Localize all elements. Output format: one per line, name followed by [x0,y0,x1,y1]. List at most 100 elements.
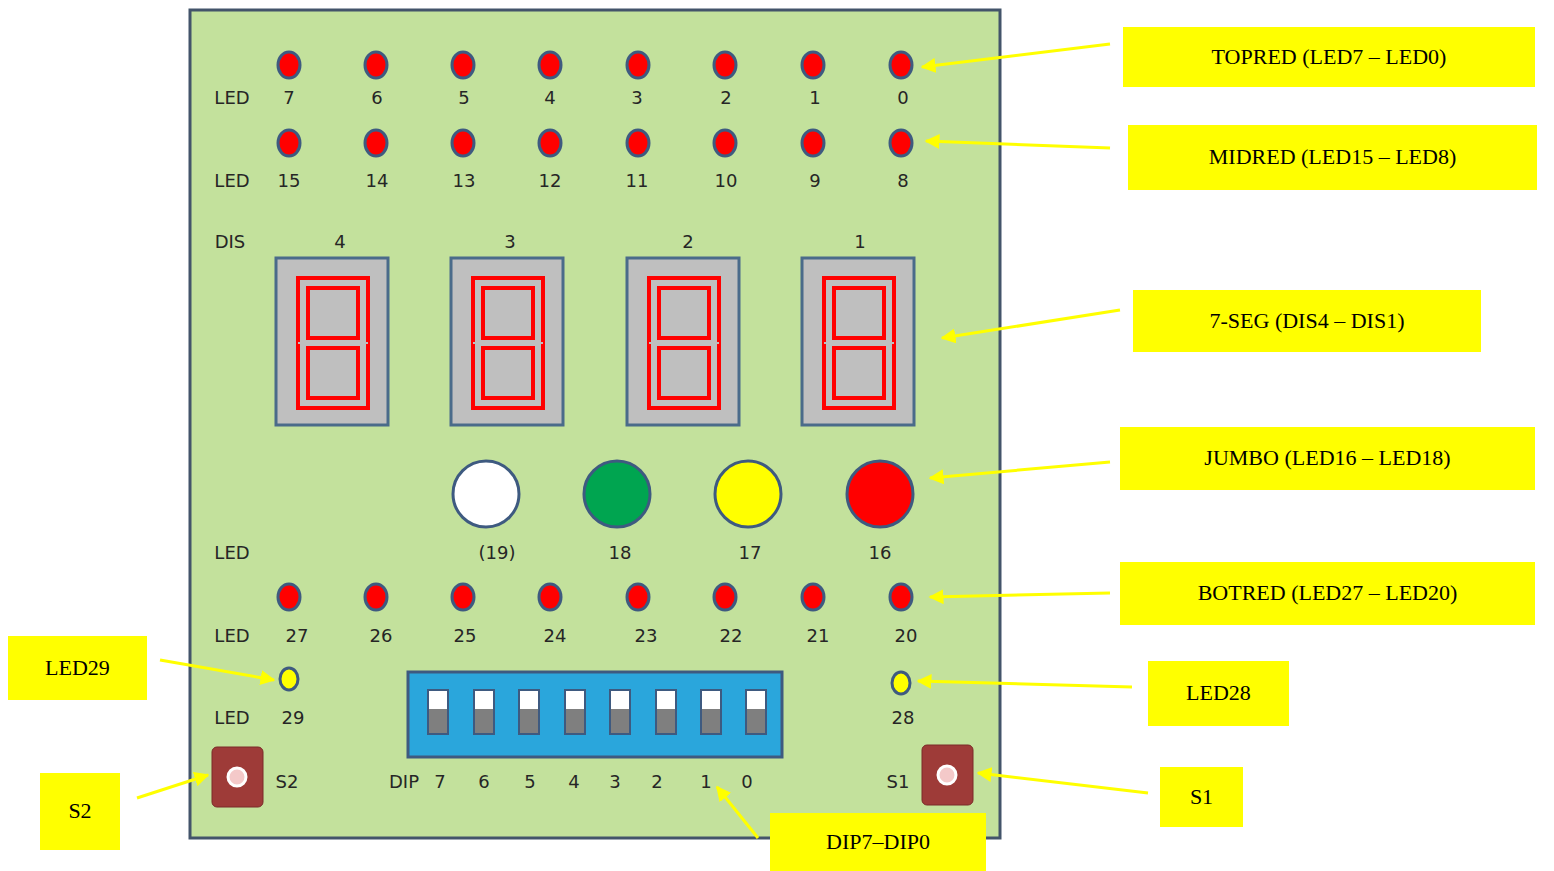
board-label: 24 [544,627,567,645]
red-led [890,52,912,78]
red-led [627,584,649,610]
red-led [802,130,824,156]
board-label: 7 [434,773,445,791]
board-label: 1 [700,773,711,791]
board-label: 0 [897,89,908,107]
push-button [922,745,973,805]
board-label: 9 [809,172,820,190]
board-label: 0 [741,773,752,791]
red-led [890,584,912,610]
red-led [890,130,912,156]
red-led [278,130,300,156]
seven-segment-display [451,258,563,425]
board-label: 5 [458,89,469,107]
red-led [714,52,736,78]
leader-arrow [717,787,758,838]
red-led [714,130,736,156]
callout-box: BOTRED (LED27 – LED20) [1120,562,1535,625]
jumbo-led [847,461,913,527]
board-label: 27 [286,627,309,645]
board-label: 17 [739,544,762,562]
board-label: 25 [454,627,477,645]
board-label: 13 [453,172,476,190]
board-label: 20 [895,627,918,645]
seven-segment-display [627,258,739,425]
board-label: 23 [635,627,658,645]
board-label: 7 [283,89,294,107]
callout-text: DIP7–DIP0 [826,830,930,854]
callout-text: BOTRED (LED27 – LED20) [1198,581,1458,605]
push-button [212,747,263,807]
red-led [802,52,824,78]
board-label: 11 [626,172,649,190]
board-label: 21 [807,627,830,645]
board-label: S2 [276,773,299,791]
leader-arrow [942,310,1120,338]
callout-text: MIDRED (LED15 – LED8) [1209,145,1456,169]
leader-arrow [137,775,208,798]
seven-segment-display [276,258,388,425]
callout-text: S2 [68,799,91,823]
board-label: 3 [504,233,515,251]
callout-box: 7-SEG (DIS4 – DIS1) [1133,290,1481,352]
board-label: LED [214,544,249,562]
board-label: 10 [715,172,738,190]
board-label: 1 [854,233,865,251]
board-label: LED [214,172,249,190]
callout-box: LED28 [1148,661,1289,726]
jumbo-led [715,461,781,527]
callout-text: S1 [1190,785,1213,809]
callout-box: LED29 [8,636,147,700]
red-led [365,130,387,156]
red-led [627,130,649,156]
leader-arrow [930,462,1110,478]
callout-text: LED28 [1186,681,1251,705]
callout-box: TOPRED (LED7 – LED0) [1123,27,1535,87]
board-label: 6 [371,89,382,107]
callout-text: TOPRED (LED7 – LED0) [1212,45,1447,69]
leader-arrow [930,593,1110,597]
leader-arrow [978,773,1148,793]
board-label: 3 [609,773,620,791]
board-label: DIS [215,233,246,251]
callout-box: S1 [1160,767,1243,827]
board-label: 2 [720,89,731,107]
red-led [452,130,474,156]
leader-arrow [160,660,274,680]
board-label: 29 [282,709,305,727]
leader-arrow [926,141,1110,148]
board [190,10,1000,838]
yellow-led [280,668,298,690]
board-label: 8 [897,172,908,190]
red-led [278,584,300,610]
red-led [627,52,649,78]
red-led [452,52,474,78]
dip-switch [408,672,782,757]
red-led [365,52,387,78]
red-led [452,584,474,610]
board-label: 1 [809,89,820,107]
board-label: 12 [539,172,562,190]
board-label: DIP [389,773,419,791]
seven-segment-display [802,258,914,425]
board-label: 4 [334,233,345,251]
red-led [539,584,561,610]
yellow-led [892,672,910,694]
callout-box: S2 [40,773,120,850]
board-label: 26 [370,627,393,645]
board-label: LED [214,89,249,107]
red-led [539,52,561,78]
callout-box: DIP7–DIP0 [770,813,986,871]
red-led [365,584,387,610]
board-label: 6 [478,773,489,791]
board-label: 18 [609,544,632,562]
board-label: 5 [524,773,535,791]
board-label: 4 [568,773,579,791]
red-led [539,130,561,156]
board-label: 28 [892,709,915,727]
board-label: 2 [682,233,693,251]
leader-arrow [918,681,1132,687]
board-label: 15 [278,172,301,190]
board-label: 3 [631,89,642,107]
